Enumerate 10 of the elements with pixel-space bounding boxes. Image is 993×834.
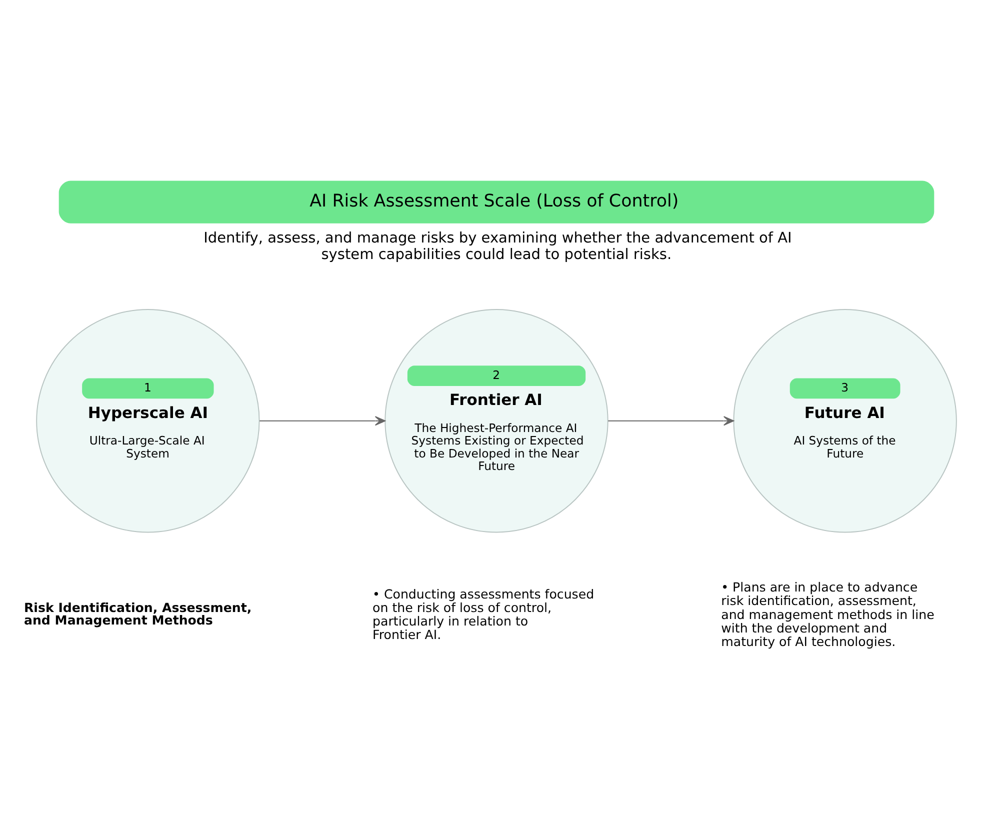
label: Risk Identification, Assessment, and Management Methods xyxy=(24,600,252,628)
diagram-title: AI Risk Assessment Scale (Loss of Control) xyxy=(310,191,679,212)
label: Identify, assess, and manage risks by examining whether the advancement of AI system capabilities could lead to potential risks. xyxy=(204,230,792,264)
label: • Conducting assessments focused on the risk of loss of control, particularly in relation to Frontier AI. xyxy=(372,586,594,642)
node-circle: 3 Future AI AI Systems of the Future xyxy=(733,309,957,533)
arrow xyxy=(259,416,386,426)
node-circle: 1 Hyperscale AI Ultra-Large-Scale AI System xyxy=(36,309,260,533)
node-circle: 2 Frontier AI The Highest-Performance AI Systems Existing or Expected to Be Developed in the Near Future xyxy=(384,309,608,533)
arrow xyxy=(608,416,734,426)
label: • Plans are in place to advance risk identification, assessment, and management methods in line with the development and maturity of AI technologies. xyxy=(721,580,934,649)
